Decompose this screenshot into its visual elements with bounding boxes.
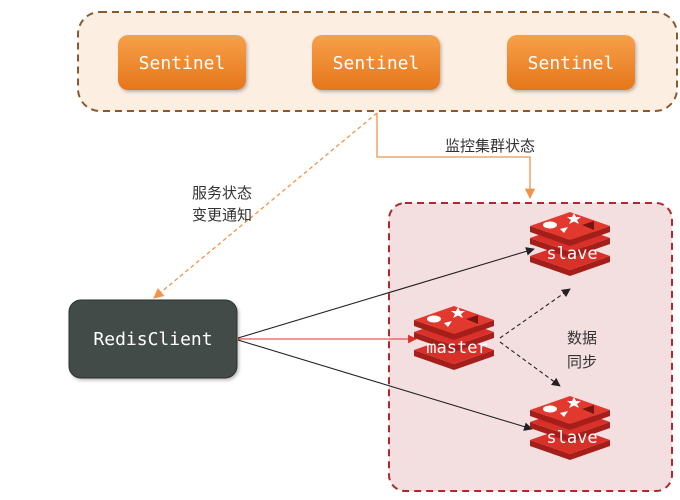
notify-label-line1: 服务状态 [192,184,252,202]
redis-logo-icon [414,306,494,370]
monitor-label: 监控集群状态 [445,137,535,155]
redis-logo-icon [530,212,610,276]
client-to-slave-bottom-arrow [237,339,533,431]
sentinel-node-1: Sentinel [118,35,246,90]
sync-label-line2: 同步 [567,353,597,371]
master-to-slave-bottom-sync [499,341,561,387]
client-to-slave-top-arrow [237,247,535,339]
redis-logo-icon [530,396,610,460]
sentinel-node-3: Sentinel [507,35,635,90]
slave-node-bottom: slave [530,396,610,460]
redis-client-node: RedisClient [68,299,238,379]
master-to-slave-top-sync [499,288,571,339]
slave-label: slave [546,244,597,264]
sentinel-node-label: Sentinel [139,53,226,74]
slave-node-top: slave [530,212,610,276]
redis-client-label: RedisClient [93,329,212,350]
notify-connector [153,112,378,299]
slave-label: slave [546,428,597,448]
sentinel-node-label: Sentinel [528,53,615,74]
notify-label-line2: 变更通知 [192,206,252,224]
sentinel-node-2: Sentinel [312,35,440,90]
master-node: master [414,306,494,370]
master-label: master [426,338,487,358]
sync-label-line1: 数据 [567,329,597,347]
monitor-connector [376,113,536,200]
sentinel-node-label: Sentinel [333,53,420,74]
